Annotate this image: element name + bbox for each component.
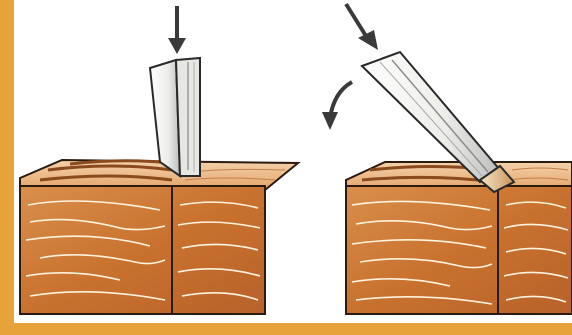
block-front-face	[20, 186, 265, 314]
